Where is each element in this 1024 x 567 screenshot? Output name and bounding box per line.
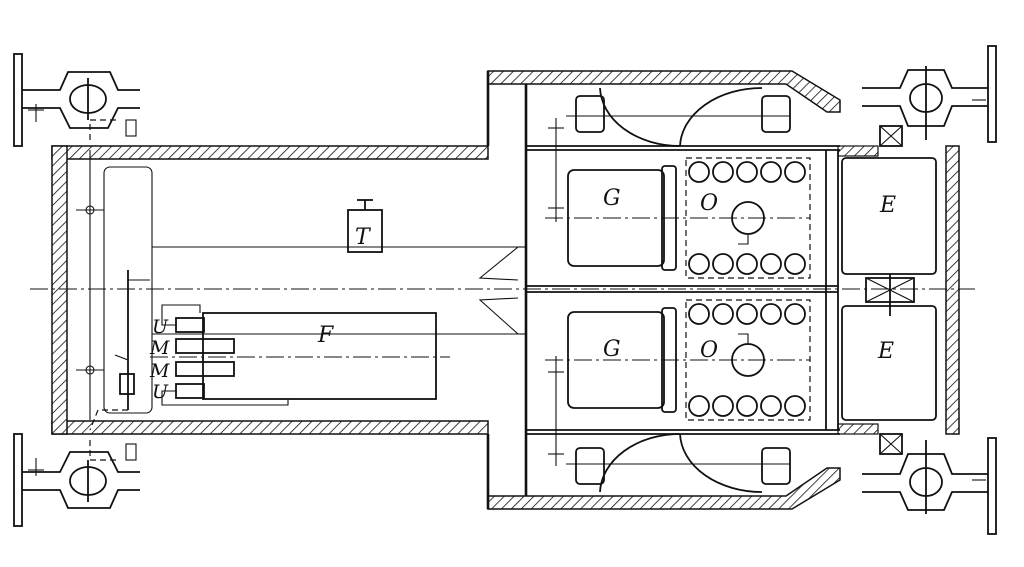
m-label-top: M bbox=[149, 337, 170, 359]
cooling-fans-top bbox=[566, 87, 791, 147]
engine-top-cylinders-lower bbox=[688, 253, 806, 275]
wheel-front-bottom bbox=[862, 433, 997, 535]
wheel-rear-top bbox=[13, 53, 140, 147]
u-label-bottom: U bbox=[152, 381, 169, 403]
engine-top-label: O bbox=[700, 191, 718, 216]
engine-top-cylinders-upper bbox=[688, 161, 806, 183]
tank-box: T bbox=[347, 199, 383, 253]
cooling-fans-bottom bbox=[566, 433, 791, 493]
rear-compartment bbox=[67, 158, 526, 422]
tank-label: T bbox=[355, 225, 372, 250]
centerlines bbox=[30, 217, 975, 361]
fuel-section: F U M M U bbox=[149, 304, 437, 406]
u-label-top: U bbox=[152, 316, 169, 338]
engine-bottom-cylinders-upper bbox=[688, 303, 806, 325]
generator-bottom: G bbox=[567, 307, 677, 413]
hull-walls bbox=[51, 70, 960, 510]
wheel-front-top bbox=[862, 45, 997, 147]
engine-bottom-label: O bbox=[700, 338, 718, 363]
generator-top: G bbox=[567, 165, 677, 271]
center-coupling bbox=[865, 274, 915, 316]
rear-linkage bbox=[76, 150, 150, 431]
engine-bottom: O bbox=[685, 299, 811, 421]
front-linkage bbox=[548, 118, 564, 466]
motor-bottom-label: E bbox=[877, 339, 894, 364]
generator-top-label: G bbox=[603, 186, 621, 211]
wheel-rear-bottom bbox=[13, 433, 140, 527]
generator-bottom-label: G bbox=[603, 337, 621, 362]
motor-bottom: E bbox=[841, 305, 937, 421]
fuel-label: F bbox=[317, 323, 334, 348]
m-label-bottom: M bbox=[149, 360, 170, 382]
engine-top: O bbox=[685, 157, 811, 279]
engine-bottom-cylinders-lower bbox=[688, 395, 806, 417]
motor-top-label: E bbox=[879, 193, 896, 218]
front-compartment-frame bbox=[486, 71, 840, 509]
motor-top: E bbox=[841, 157, 937, 275]
